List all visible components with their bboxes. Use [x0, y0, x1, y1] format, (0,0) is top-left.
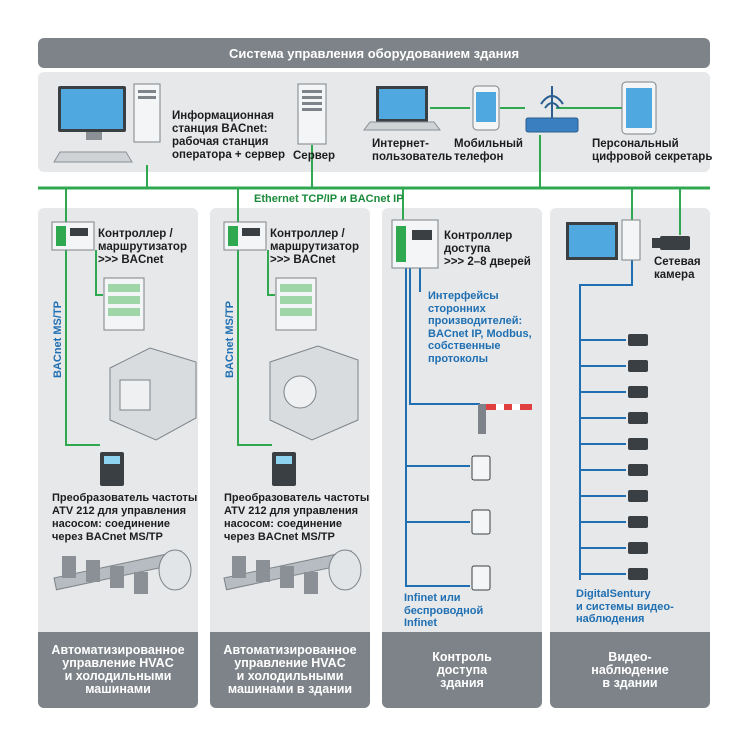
camera-icon	[628, 516, 648, 528]
door-reader-icon-2	[471, 509, 491, 535]
column-hvac-building-footer: Автоматизированное управление HVAC и хол…	[210, 632, 370, 708]
internet-user-label: Интернет- пользователь	[372, 138, 453, 163]
laptop-icon	[363, 86, 441, 131]
access-controller-label: Контроллер доступа >>> 2–8 дверей	[444, 230, 531, 268]
camera-icon	[628, 334, 648, 346]
controller-router-label-2: Контроллер / маршрутизатор >>> BACnet	[270, 228, 359, 266]
mstp-bus-label-2: BACnet MS/TP	[224, 301, 236, 378]
frequency-drive-icon-1	[100, 452, 124, 486]
pump-assembly-icon-1	[53, 549, 192, 594]
controller-router-icon-2	[223, 221, 267, 251]
door-reader-icon-1	[471, 455, 491, 481]
frequency-drive-icon-2	[272, 452, 296, 486]
mobile-phone-icon	[472, 85, 500, 131]
server-icon	[297, 83, 327, 145]
camera-icon	[628, 490, 648, 502]
converter-label-1: Преобразователь частоты ATV 212 для упра…	[52, 492, 198, 543]
column-video-footer: Видео- наблюдение в здании	[550, 632, 710, 708]
camera-icon	[628, 568, 648, 580]
column-hvac-footer: Автоматизированное управление HVAC и хол…	[38, 632, 198, 708]
air-handling-unit-icon-2	[269, 345, 359, 441]
mstp-bus-label-1: BACnet MS/TP	[52, 301, 64, 378]
camera-icon	[628, 412, 648, 424]
mobile-phone-label: Мобильный телефон	[454, 138, 523, 163]
pda-icon	[621, 81, 657, 135]
pump-assembly-icon-2	[223, 549, 362, 594]
door-reader-icon-3	[471, 565, 491, 591]
camera-icon	[628, 386, 648, 398]
column-access-control-footer: Контроль доступа здания	[382, 632, 542, 708]
network-camera-label: Сетевая камера	[654, 256, 701, 281]
bacnet-station-label: Информационная станция BACnet: рабочая с…	[172, 110, 285, 161]
ethernet-bus-label: Ethernet TCP/IP и BACnet IP	[254, 193, 404, 205]
controller-router-icon-1	[51, 221, 95, 251]
infinet-bus	[405, 268, 470, 587]
third-party-interfaces-label: Интерфейсы сторонних производителей: BAC…	[428, 290, 532, 365]
camera-icon	[628, 438, 648, 450]
workstation-icon	[53, 83, 161, 163]
mstp-bus-1	[65, 250, 100, 446]
network-camera-icon	[652, 236, 690, 250]
wifi-router-icon	[525, 86, 579, 133]
mstp-bus-2	[237, 250, 272, 446]
control-cabinet-icon-2	[275, 277, 317, 331]
camera-icon	[628, 360, 648, 372]
video-system-label: DigitalSentury и системы видео- наблюден…	[576, 588, 674, 625]
column-video: Видео- наблюдение в здании	[550, 208, 710, 708]
access-controller-icon	[391, 219, 439, 269]
video-workstation-icon	[566, 219, 641, 261]
controller-router-label-1: Контроллер / маршрутизатор >>> BACnet	[98, 228, 187, 266]
server-label: Сервер	[293, 150, 336, 162]
column-access-control: Контроль доступа здания	[382, 208, 542, 708]
control-cabinet-icon-1	[103, 277, 145, 331]
pda-label: Персональный цифровой секретарь	[592, 138, 713, 163]
diagram-title: Система управления оборудованием здания	[38, 38, 710, 68]
camera-icon	[628, 542, 648, 554]
converter-label-2: Преобразователь частоты ATV 212 для упра…	[224, 492, 370, 543]
barrier-gate-icon	[478, 404, 532, 434]
video-bus	[579, 260, 633, 580]
camera-icon	[628, 464, 648, 476]
infinet-label: Infinet или беспроводной Infinet	[404, 592, 484, 629]
chiller-unit-icon-1	[109, 347, 197, 441]
